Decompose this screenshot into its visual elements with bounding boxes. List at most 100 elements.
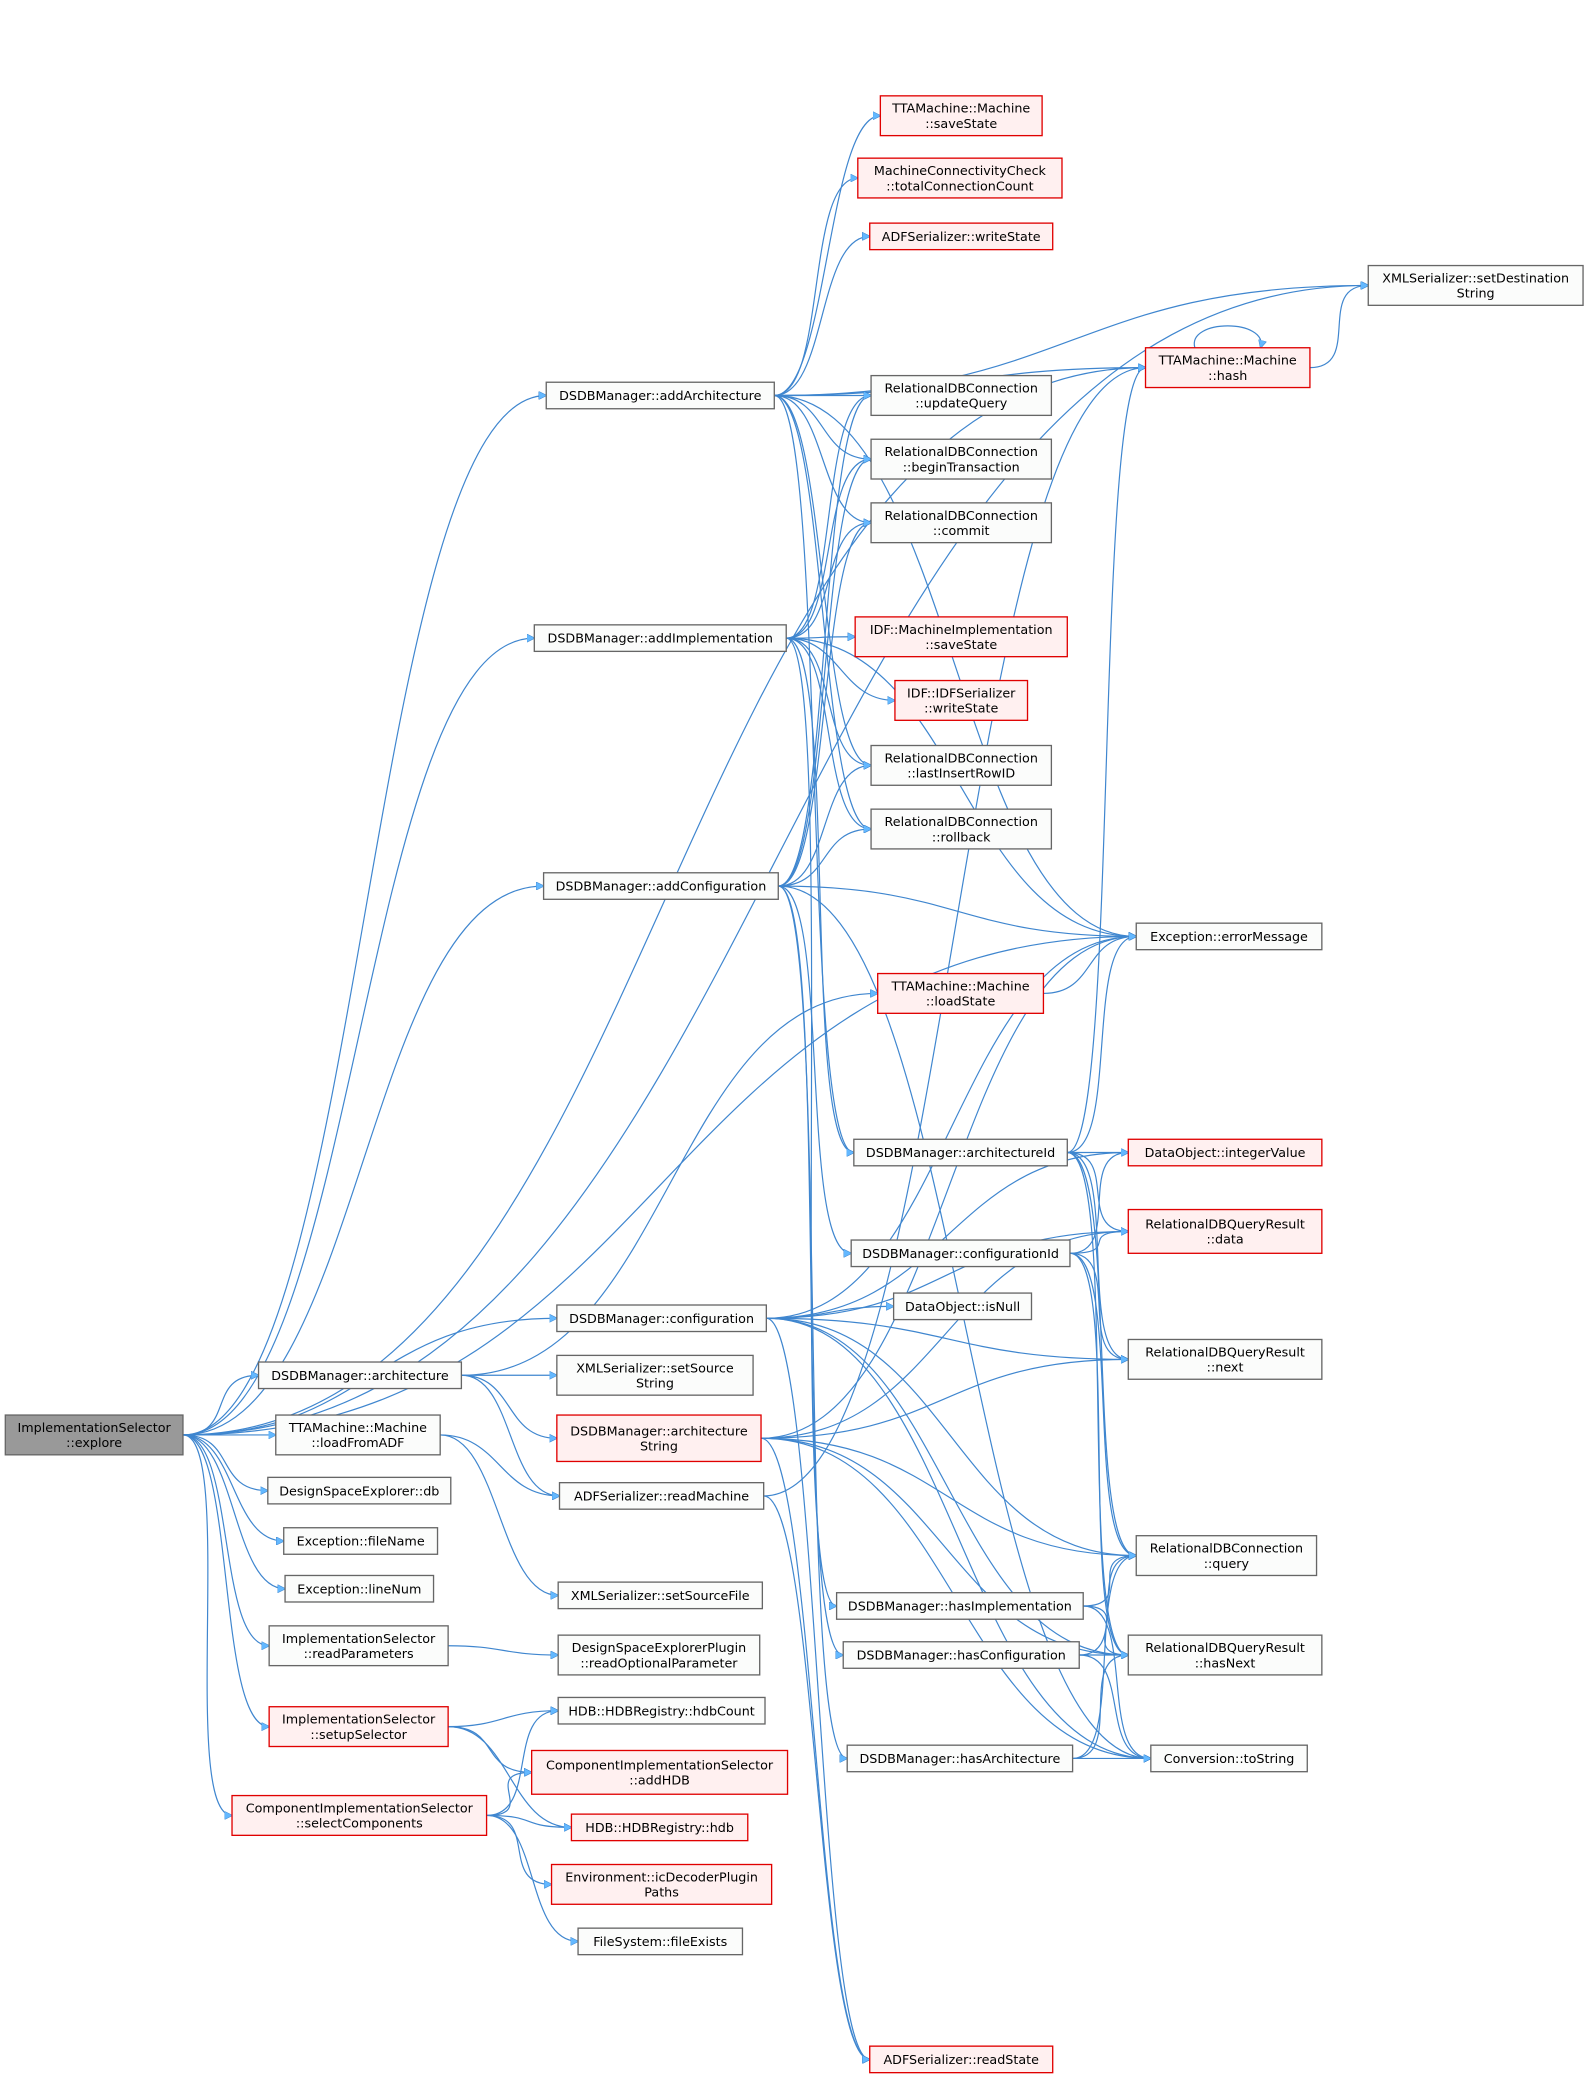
node-label: ImplementationSelector <box>18 1420 172 1435</box>
node-addHDB[interactable]: ComponentImplementationSelector::addHDB <box>530 1749 789 1795</box>
node-machineSaveState[interactable]: TTAMachine::Machine::saveState <box>879 95 1043 137</box>
node-lineNum[interactable]: Exception::lineNum <box>284 1574 435 1603</box>
node-rollback[interactable]: RelationalDBConnection::rollback <box>870 808 1053 850</box>
edge-configurationId-to-data <box>1069 1231 1128 1254</box>
node-label: ::hasNext <box>1195 1655 1256 1670</box>
node-explore[interactable]: ImplementationSelector::explore <box>4 1414 184 1456</box>
node-label: ::loadFromADF <box>311 1435 404 1450</box>
node-label: ::setupSelector <box>310 1727 407 1742</box>
edge-architectureId-to-data <box>1067 1151 1128 1232</box>
node-label: FileSystem::fileExists <box>593 1934 727 1949</box>
node-addImplementation[interactable]: DSDBManager::addImplementation <box>533 624 787 653</box>
node-box <box>870 438 1053 480</box>
node-readParameters[interactable]: ImplementationSelector::readParameters <box>268 1625 449 1667</box>
node-addConfiguration[interactable]: DSDBManager::addConfiguration <box>542 872 779 900</box>
node-configuration[interactable]: DSDBManager::configuration <box>556 1304 767 1333</box>
node-label: ::next <box>1207 1360 1244 1375</box>
edge-hash-to-hash <box>1194 325 1261 348</box>
edge-architectureId-to-next <box>1067 1151 1128 1360</box>
edge-addImplementation-to-errorMessage <box>786 637 1136 936</box>
node-lastInsertRowID[interactable]: RelationalDBConnection::lastInsertRowID <box>870 744 1053 786</box>
node-loadFromADF[interactable]: TTAMachine::Machine::loadFromADF <box>275 1414 441 1456</box>
node-errorMessage[interactable]: Exception::errorMessage <box>1135 922 1323 951</box>
node-fileName[interactable]: Exception::fileName <box>283 1527 439 1555</box>
node-hash[interactable]: TTAMachine::Machine::hash <box>1144 347 1311 389</box>
node-idfWriteState[interactable]: IDF::IDFSerializer::writeState <box>894 679 1029 721</box>
node-label: DSDBManager::addImplementation <box>548 631 773 646</box>
node-hdb[interactable]: HDB::HDBRegistry::hdb <box>570 1813 749 1842</box>
node-hasImplementation[interactable]: DSDBManager::hasImplementation <box>835 1592 1084 1620</box>
node-hasNext[interactable]: RelationalDBQueryResult::hasNext <box>1127 1634 1323 1676</box>
node-commit[interactable]: RelationalDBConnection::commit <box>870 502 1053 544</box>
edge-architecture-to-architectureString <box>461 1374 556 1438</box>
node-beginTransaction[interactable]: RelationalDBConnection::beginTransaction <box>870 438 1053 480</box>
node-fileExists[interactable]: FileSystem::fileExists <box>577 1927 744 1956</box>
node-setupSelector[interactable]: ImplementationSelector::setupSelector <box>268 1706 449 1748</box>
node-hasArchitecture[interactable]: DSDBManager::hasArchitecture <box>846 1744 1074 1773</box>
edge-architectureString-to-query <box>761 1437 1136 1555</box>
node-hdbCount[interactable]: HDB::HDBRegistry::hdbCount <box>557 1696 766 1725</box>
node-label: XMLSerializer::setSource <box>576 1360 734 1375</box>
node-label: Exception::fileName <box>297 1534 425 1549</box>
node-box <box>857 157 1063 199</box>
node-label: IDF::IDFSerializer <box>907 685 1016 700</box>
node-query[interactable]: RelationalDBConnection::query <box>1135 1535 1318 1577</box>
node-box <box>870 744 1053 786</box>
node-adfWriteState[interactable]: ADFSerializer::writeState <box>869 222 1054 251</box>
node-hasConfiguration[interactable]: DSDBManager::hasConfiguration <box>842 1641 1080 1669</box>
node-totalConnectionCount[interactable]: MachineConnectivityCheck::totalConnectio… <box>857 157 1063 199</box>
node-readOptionalParameter[interactable]: DesignSpaceExplorerPlugin::readOptionalP… <box>557 1634 761 1676</box>
edge-explore-to-addConfiguration <box>182 886 544 1436</box>
edge-configuration-to-query <box>766 1317 1136 1555</box>
edge-explore-to-errorMessage <box>182 936 1136 1436</box>
node-label: ::beginTransaction <box>903 459 1020 474</box>
edge-addConfiguration-to-hasArchitecture <box>778 885 847 1758</box>
node-architectureId[interactable]: DSDBManager::architectureId <box>853 1138 1068 1167</box>
edge-addConfiguration-to-commit <box>778 523 871 887</box>
node-architecture[interactable]: DSDBManager::architecture <box>257 1361 463 1390</box>
edge-setupSelector-to-addHDB <box>448 1726 532 1773</box>
node-label: XMLSerializer::setDestination <box>1382 270 1569 285</box>
node-label: HDB::HDBRegistry::hdbCount <box>568 1703 754 1718</box>
edge-loadFromADF-to-setSourceFile <box>440 1434 558 1595</box>
node-loadState[interactable]: TTAMachine::Machine::loadState <box>877 972 1045 1014</box>
node-readMachine[interactable]: ADFSerializer::readMachine <box>558 1482 765 1510</box>
node-box <box>1367 264 1584 306</box>
node-addArchitecture[interactable]: DSDBManager::addArchitecture <box>545 381 775 410</box>
edge-explore-to-selectComponents <box>182 1434 232 1816</box>
node-next[interactable]: RelationalDBQueryResult::next <box>1127 1338 1323 1380</box>
edge-architecture-to-readMachine <box>461 1374 559 1496</box>
node-label: ::readOptionalParameter <box>580 1655 738 1670</box>
node-box <box>542 872 779 900</box>
node-configurationId[interactable]: DSDBManager::configurationId <box>850 1239 1071 1268</box>
node-toString[interactable]: Conversion::toString <box>1150 1744 1308 1773</box>
node-updateQuery[interactable]: RelationalDBConnection::updateQuery <box>870 374 1053 417</box>
node-label: MachineConnectivityCheck <box>874 163 1047 178</box>
node-readState[interactable]: ADFSerializer::readState <box>869 2045 1054 2074</box>
node-db[interactable]: DesignSpaceExplorer::db <box>267 1476 452 1505</box>
node-label: DesignSpaceExplorerPlugin <box>572 1640 747 1655</box>
node-label: DataObject::isNull <box>905 1299 1020 1314</box>
edge-architectureString-to-next <box>761 1359 1128 1439</box>
node-setSourceFile[interactable]: XMLSerializer::setSourceFile <box>557 1581 764 1610</box>
node-label: RelationalDBConnection <box>1150 1541 1303 1556</box>
edge-setupSelector-to-hdb <box>448 1726 571 1828</box>
node-label: ::updateQuery <box>915 396 1008 411</box>
node-implSaveState[interactable]: IDF::MachineImplementation::saveState <box>854 616 1068 658</box>
node-integerValue[interactable]: DataObject::integerValue <box>1127 1138 1323 1167</box>
node-data[interactable]: RelationalDBQueryResult::data <box>1127 1208 1323 1254</box>
edge-explore-to-fileName <box>182 1434 284 1541</box>
edge-addArchitecture-to-beginTransaction <box>774 394 871 459</box>
node-box <box>545 381 775 410</box>
edge-selectComponents-to-fileExists <box>486 1814 578 1941</box>
node-label: ::commit <box>933 523 990 538</box>
edge-configurationId-to-query <box>1069 1252 1136 1555</box>
node-label: ::rollback <box>932 829 991 844</box>
node-label: String <box>636 1376 674 1391</box>
node-selectComponents[interactable]: ComponentImplementationSelector::selectC… <box>231 1794 488 1837</box>
node-isNull[interactable]: DataObject::isNull <box>892 1292 1033 1321</box>
